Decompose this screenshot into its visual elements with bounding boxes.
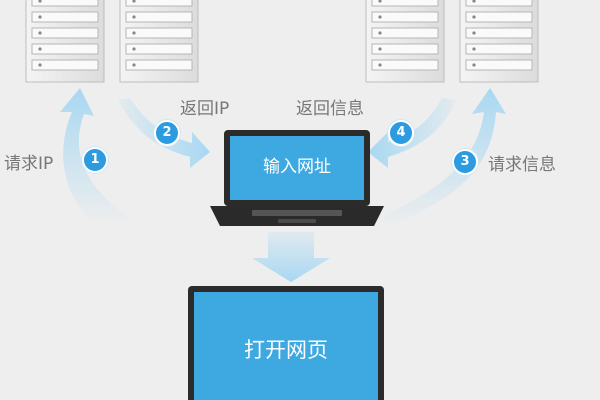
monitor xyxy=(188,286,384,400)
laptop xyxy=(210,130,384,226)
server-right-1 xyxy=(365,0,445,83)
monitor-screen-text: 打开网页 xyxy=(244,338,328,362)
step-3-label: 请求信息 xyxy=(488,155,556,175)
arrow-down xyxy=(252,232,330,282)
step-4-label: 返回信息 xyxy=(296,99,364,119)
laptop-screen-text: 输入网址 xyxy=(263,157,331,177)
server-left-2 xyxy=(119,0,199,83)
step-1-label: 请求IP xyxy=(4,154,54,174)
step-2-badge: 2 xyxy=(154,120,180,146)
step-4-badge: 4 xyxy=(388,120,414,146)
arrow-request-info xyxy=(384,88,506,228)
arrow-request-ip xyxy=(60,88,140,225)
server-right-2 xyxy=(459,0,539,83)
step-3-badge: 3 xyxy=(452,149,478,175)
step-2-label: 返回IP xyxy=(180,99,230,119)
server-left-1 xyxy=(25,0,105,83)
step-1-badge: 1 xyxy=(82,147,108,173)
